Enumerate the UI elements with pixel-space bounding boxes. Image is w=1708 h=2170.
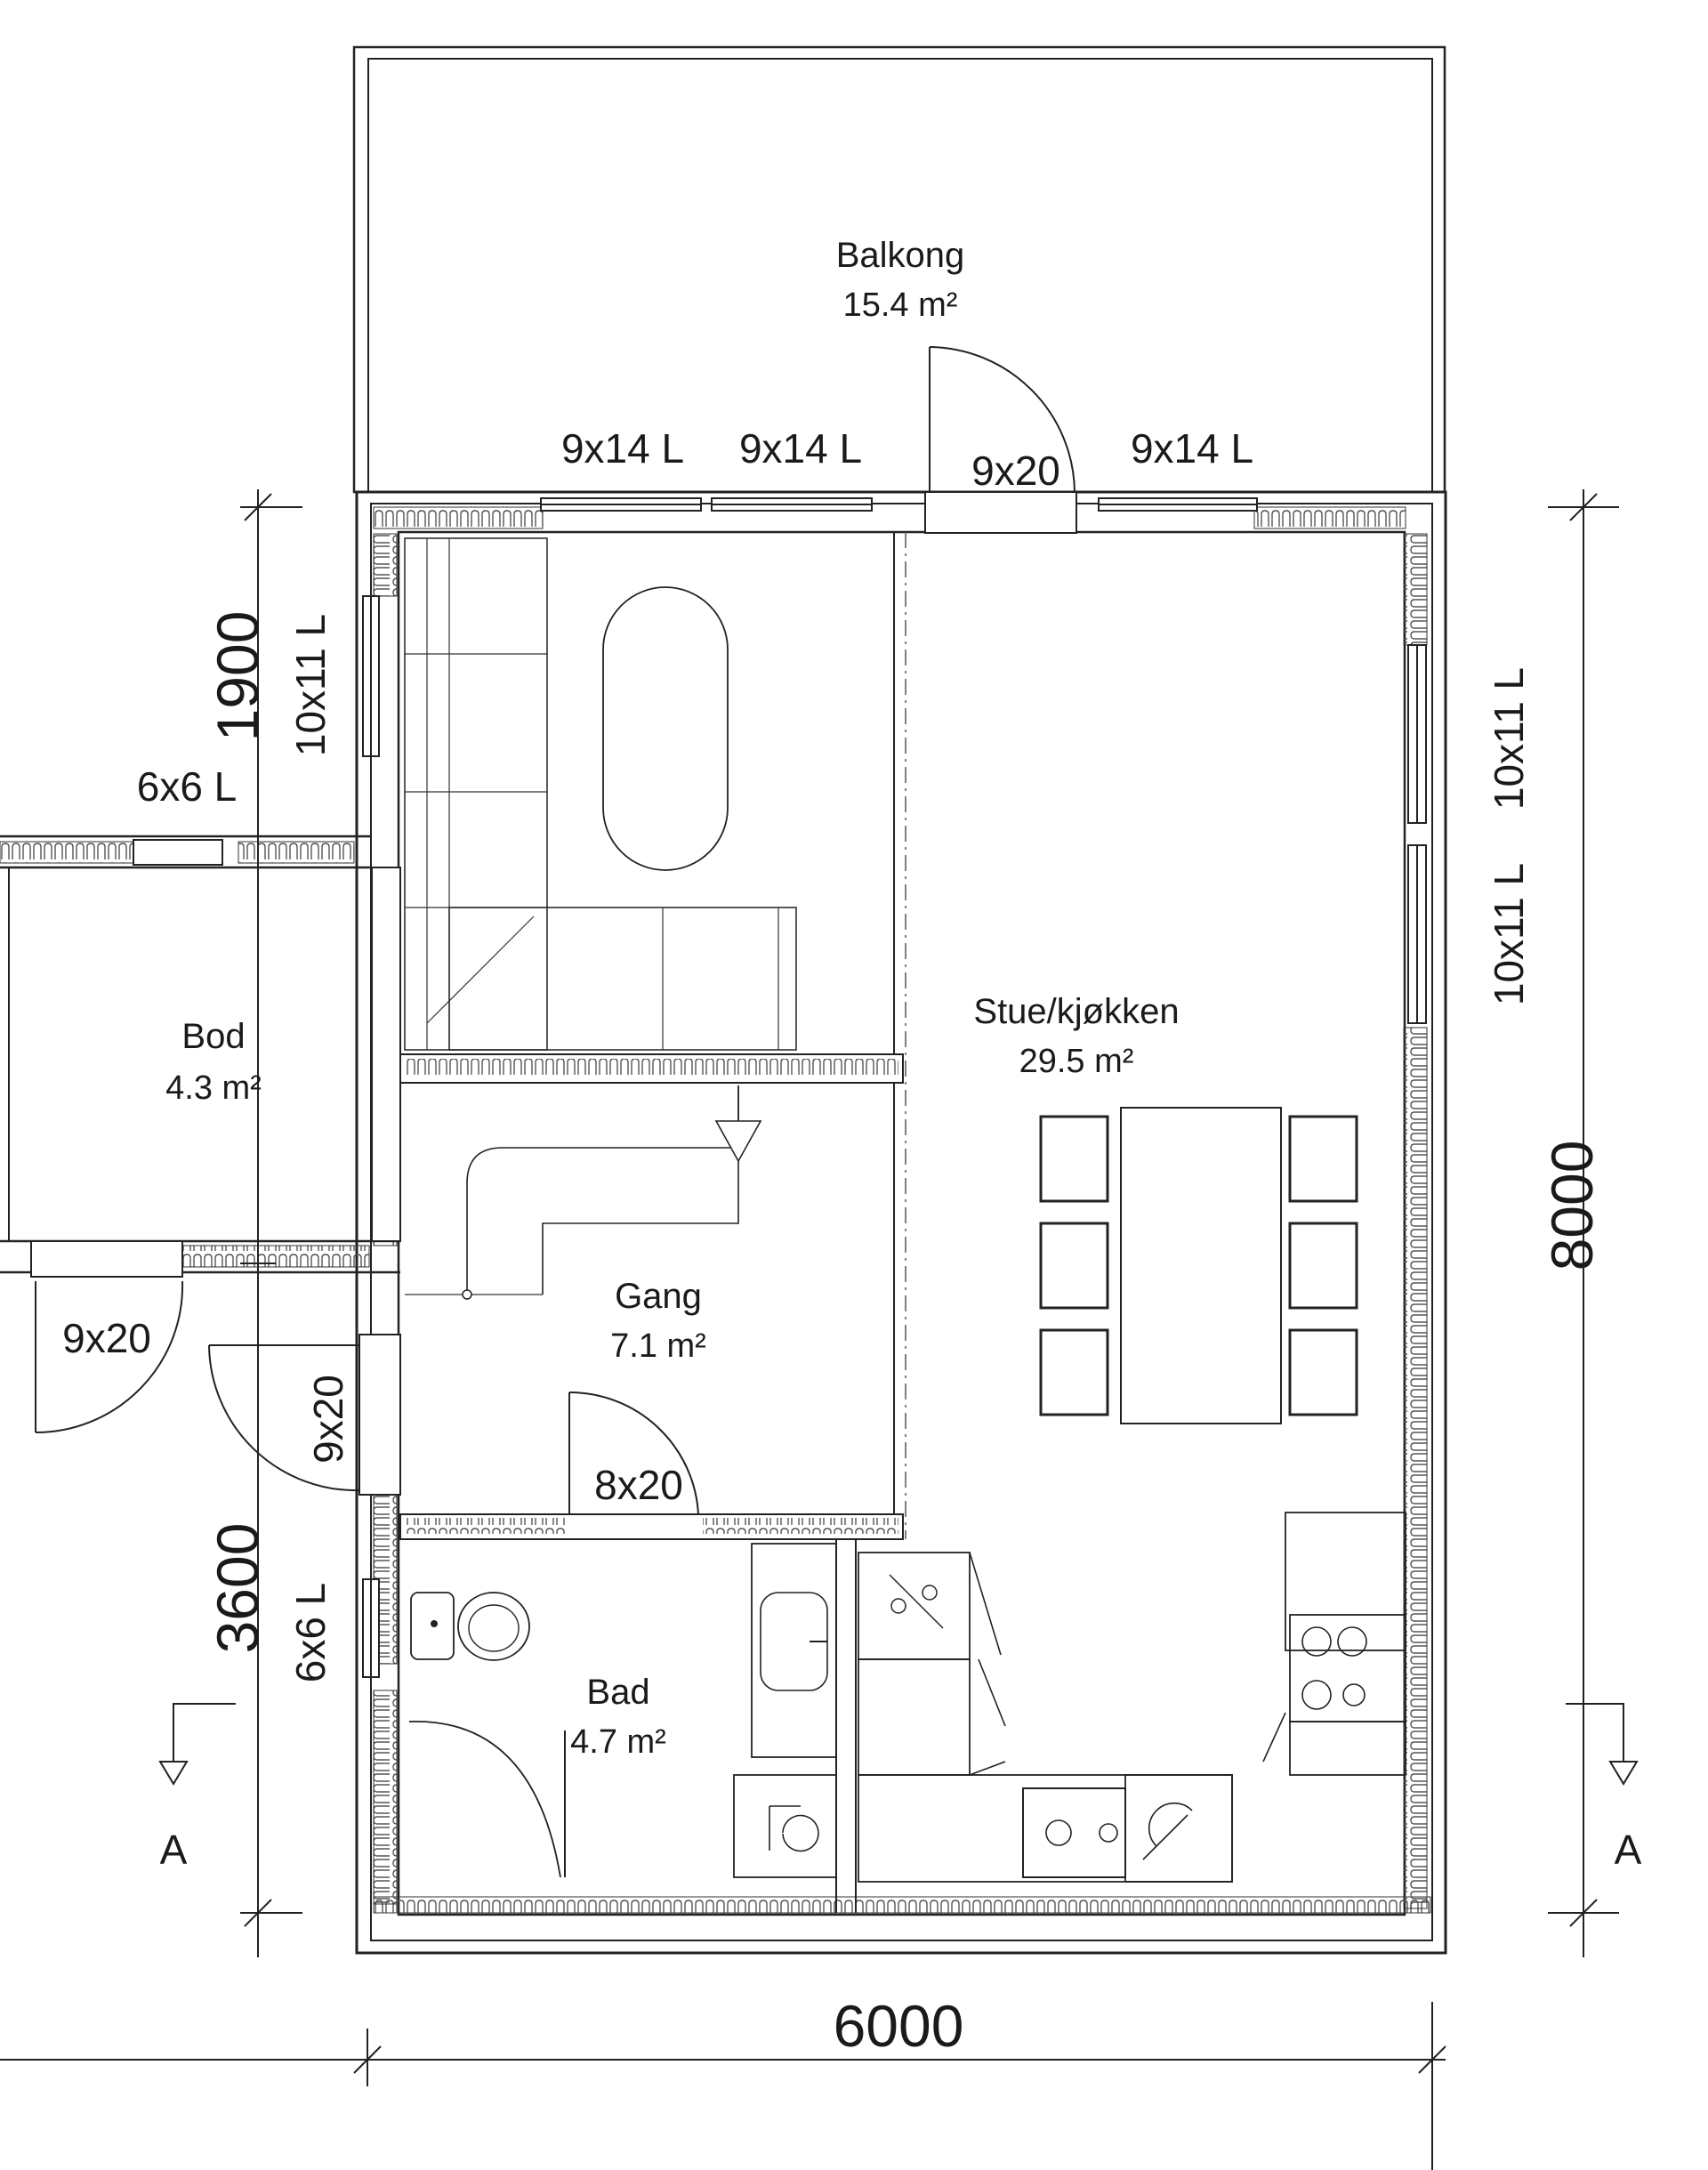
room-name-stue: Stue/kjøkken [973,992,1179,1031]
room-name-bad: Bad [586,1673,649,1712]
dimension-width: 6000 [834,1993,964,2059]
room-area-stue: 29.5 m² [1019,1043,1134,1080]
room-name-balkong: Balkong [836,236,965,275]
dimension-lines [0,489,1619,2170]
dimension-left-lower: 3600 [205,1523,270,1654]
room-area-gang: 7.1 m² [610,1327,706,1365]
right-window-2-label: 10x11 L [1486,863,1532,1005]
top-window-3-label: 9x14 L [1131,425,1253,472]
room-name-gang: Gang [615,1277,702,1316]
section-mark-left: A [160,1827,188,1873]
section-marks [158,1703,1639,1786]
interior-walls [399,532,906,1913]
bod-door-label: 9x20 [62,1315,151,1361]
left-openings [362,595,380,1678]
bath-door-label: 8x20 [594,1462,683,1508]
dimension-left-upper: 1900 [205,611,270,742]
annex-walls [0,835,401,1496]
kitchen [858,1512,1406,1883]
room-area-bad: 4.7 m² [570,1723,666,1761]
top-door-label: 9x20 [971,448,1060,494]
right-openings [1407,644,1427,1024]
dining-set [1039,1107,1358,1424]
top-window-2-label: 9x14 L [739,425,862,472]
left-window-upper-label: 10x11 L [287,614,334,756]
bath-window-label: 6x6 L [287,1583,334,1683]
entry-door-label: 9x20 [305,1375,351,1464]
dimension-depth: 8000 [1539,1141,1605,1271]
top-window-1-label: 9x14 L [561,425,684,472]
room-name-bod: Bod [181,1017,245,1056]
right-window-1-label: 10x11 L [1486,667,1532,810]
section-mark-right: A [1615,1827,1642,1873]
room-area-bod: 4.3 m² [165,1069,262,1107]
stair [404,537,797,1300]
left-window-small-label: 6x6 L [137,763,238,810]
bathroom-fixtures [408,1543,837,1878]
top-openings [540,346,1258,534]
room-area-balkong: 15.4 m² [843,286,958,324]
exterior-walls [355,490,1447,1955]
